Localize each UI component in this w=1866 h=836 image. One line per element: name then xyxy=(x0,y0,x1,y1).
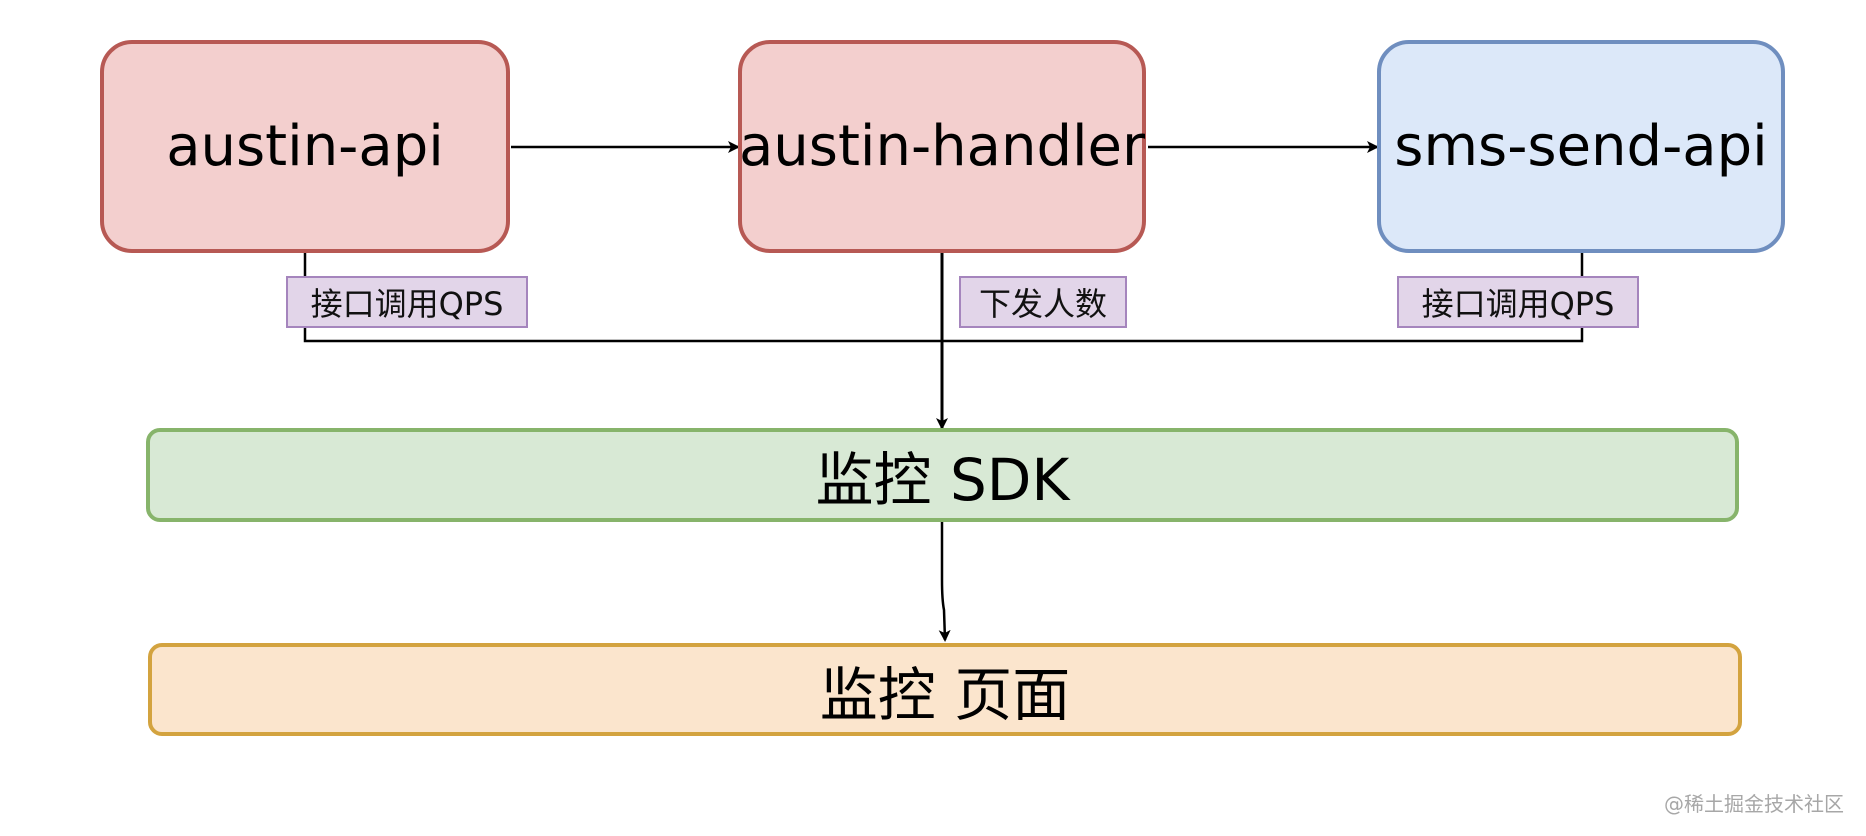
monitor-sdk-label: 监控 SDK xyxy=(815,446,1070,514)
handler-send-count-text: 下发人数 xyxy=(978,285,1107,323)
austin-api-label: austin-api xyxy=(166,114,444,179)
api-qps-text: 接口调用QPS xyxy=(310,285,504,323)
sms-qps-label: 接口调用QPS xyxy=(1397,276,1639,328)
sms-qps-text: 接口调用QPS xyxy=(1421,285,1615,323)
austin-handler-node: austin-handler xyxy=(738,40,1146,253)
sms-send-api-node: sms-send-api xyxy=(1377,40,1785,253)
monitor-sdk-node: 监控 SDK xyxy=(146,428,1739,522)
handler-send-count-label: 下发人数 xyxy=(959,276,1127,328)
watermark: @稀土掘金技术社区 xyxy=(1664,792,1844,816)
edge-sdk-to-page xyxy=(938,522,951,642)
monitor-page-label: 监控 页面 xyxy=(819,660,1071,729)
sms-send-api-label: sms-send-api xyxy=(1394,114,1768,179)
api-qps-label: 接口调用QPS xyxy=(286,276,528,328)
austin-api-node: austin-api xyxy=(100,40,510,253)
monitor-page-node: 监控 页面 xyxy=(148,643,1742,736)
austin-handler-label: austin-handler xyxy=(738,114,1146,179)
